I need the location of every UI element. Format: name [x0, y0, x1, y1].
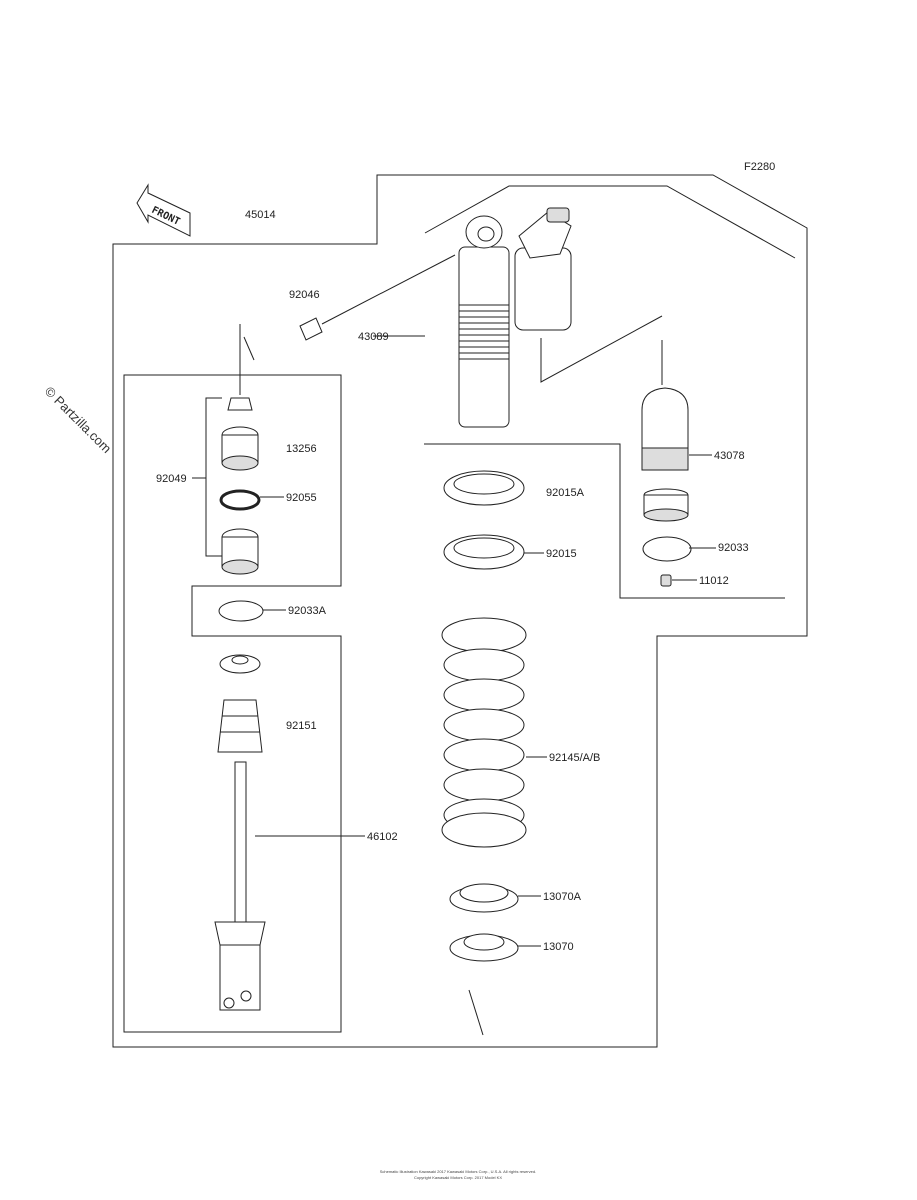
label-46102: 46102	[367, 831, 398, 843]
washer-upper	[219, 654, 261, 674]
label-92033: 92033	[718, 542, 749, 554]
piston-rod-46102	[214, 761, 266, 1011]
locknut-92015	[443, 534, 525, 570]
o-ring-92055	[219, 489, 261, 511]
label-92145: 92145/A/B	[549, 752, 600, 764]
spring-guide-13070A	[449, 883, 519, 913]
bushing-92046	[299, 254, 456, 341]
label-13070A: 13070A	[543, 891, 582, 903]
bumper-92151	[217, 699, 263, 753]
label-92015: 92015	[546, 548, 577, 560]
label-92033A: 92033A	[288, 605, 327, 617]
spring-seat-13070	[449, 933, 519, 962]
label-11012: 11012	[699, 575, 729, 587]
reservoir-43078	[641, 340, 689, 471]
label-92055: 92055	[286, 492, 317, 504]
leader-lower	[468, 989, 484, 1036]
label-45014: 45014	[245, 209, 276, 221]
figure-code: F2280	[744, 161, 775, 173]
seal-cap	[643, 488, 689, 522]
o-ring-92033	[642, 536, 692, 562]
bracket-92049	[205, 397, 222, 557]
spring-92145	[441, 617, 527, 848]
label-92151: 92151	[286, 720, 317, 732]
watermark: © Partzilla.com	[42, 384, 115, 457]
front-arrow-icon: FRONT	[136, 183, 191, 237]
label-43089: 43089	[358, 331, 389, 343]
main-assembly-outline	[112, 174, 808, 1048]
footer-line-1: Schematic Illustration Kawasaki 2017 Kaw…	[380, 1169, 537, 1174]
footer-line-2: Copyright Kawasaki Motors Corp. 2017 Mod…	[414, 1175, 502, 1180]
label-92049: 92049	[156, 473, 187, 485]
piston-13256	[221, 426, 259, 471]
rod-subassembly-outline	[123, 374, 342, 1033]
shock-body-43089	[424, 185, 796, 428]
piston-lower	[221, 528, 259, 575]
reservoir-subassembly-outline	[424, 443, 785, 599]
label-13256: 13256	[286, 443, 317, 455]
label-92015A: 92015A	[546, 487, 585, 499]
leader-lines	[192, 335, 716, 947]
label-13070: 13070	[543, 941, 574, 953]
nut-92049	[227, 397, 253, 411]
label-92046: 92046	[289, 289, 320, 301]
o-ring-92033A	[218, 600, 264, 622]
label-43078: 43078	[714, 450, 745, 462]
locknut-92015A	[443, 470, 525, 506]
valve-11012	[660, 574, 672, 587]
